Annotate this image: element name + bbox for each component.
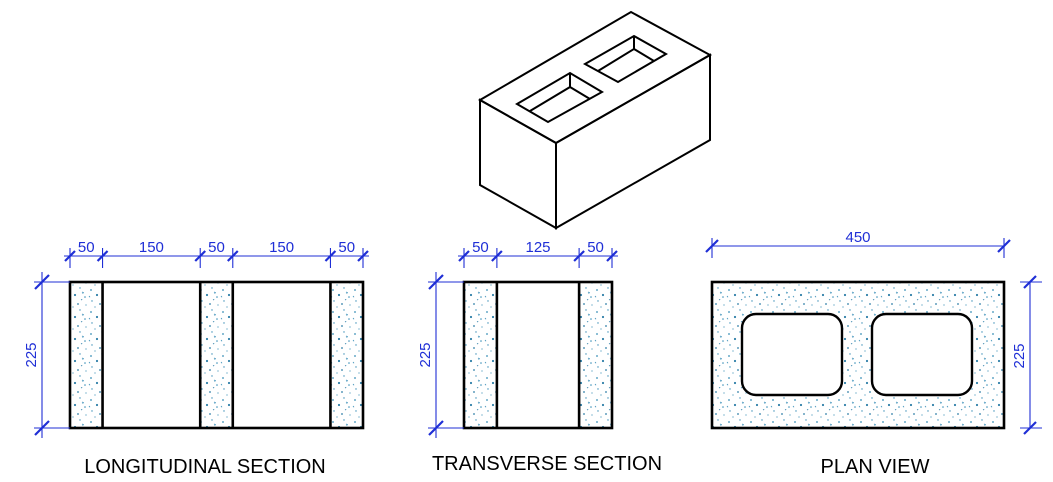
long-height-tick-top — [34, 274, 50, 290]
trans-tick-2 — [573, 250, 585, 262]
long-segment-label-3: 150 — [269, 239, 294, 256]
longitudinal-outline — [68, 280, 365, 430]
trans-height-tick-top — [428, 274, 444, 290]
longitudinal-caption: LONGITUDINAL SECTION — [84, 456, 326, 478]
long-height-label: 225 — [23, 342, 40, 367]
long-tick-5 — [357, 250, 369, 262]
long-tick-1 — [96, 250, 109, 262]
trans-tick-3 — [606, 250, 618, 262]
plan-height-dimension: 225 — [1011, 275, 1042, 435]
long-tick-3 — [226, 250, 239, 262]
long-tick-2 — [194, 250, 207, 262]
trans-segment-label-0: 50 — [472, 239, 489, 256]
plan-width-dimension: 450 — [705, 229, 1011, 258]
longitudinal-section: 50 150 50 150 50 225 LONGITUDINAL SECTION — [23, 239, 369, 478]
long-segment-label-1: 150 — [139, 239, 164, 256]
transverse-outline — [462, 280, 614, 430]
long-tick-0 — [64, 250, 76, 262]
transverse-section: 50 125 50 225 TRANSVERSE SECTION — [417, 239, 662, 475]
trans-solid-web-2 — [579, 282, 612, 428]
hollow-concrete-block-isometric-icon — [477, 10, 713, 230]
plan-width-label: 450 — [845, 229, 870, 246]
long-segment-label-4: 50 — [338, 239, 355, 256]
trans-segment-label-1: 125 — [525, 239, 550, 256]
trans-tick-0 — [458, 250, 470, 262]
plan-hole-right — [870, 312, 974, 397]
trans-height-tick-bottom — [428, 420, 444, 436]
plan-hole-left — [740, 312, 844, 397]
trans-segment-label-2: 50 — [587, 239, 604, 256]
transverse-caption: TRANSVERSE SECTION — [432, 453, 662, 475]
plan-height-label: 225 — [1011, 343, 1028, 368]
trans-height-label: 225 — [417, 342, 434, 367]
plan-view: 450 225 PLAN VIEW — [705, 229, 1042, 478]
long-segment-label-2: 50 — [208, 239, 225, 256]
long-segment-label-0: 50 — [78, 239, 95, 256]
plan-caption: PLAN VIEW — [821, 456, 930, 478]
long-height-tick-bottom — [34, 420, 50, 436]
long-solid-web-4 — [330, 282, 363, 428]
long-solid-web-2 — [200, 282, 233, 428]
long-solid-web-0 — [70, 282, 103, 428]
long-tick-4 — [324, 250, 337, 262]
trans-solid-web-0 — [464, 282, 497, 428]
trans-tick-1 — [491, 250, 503, 262]
